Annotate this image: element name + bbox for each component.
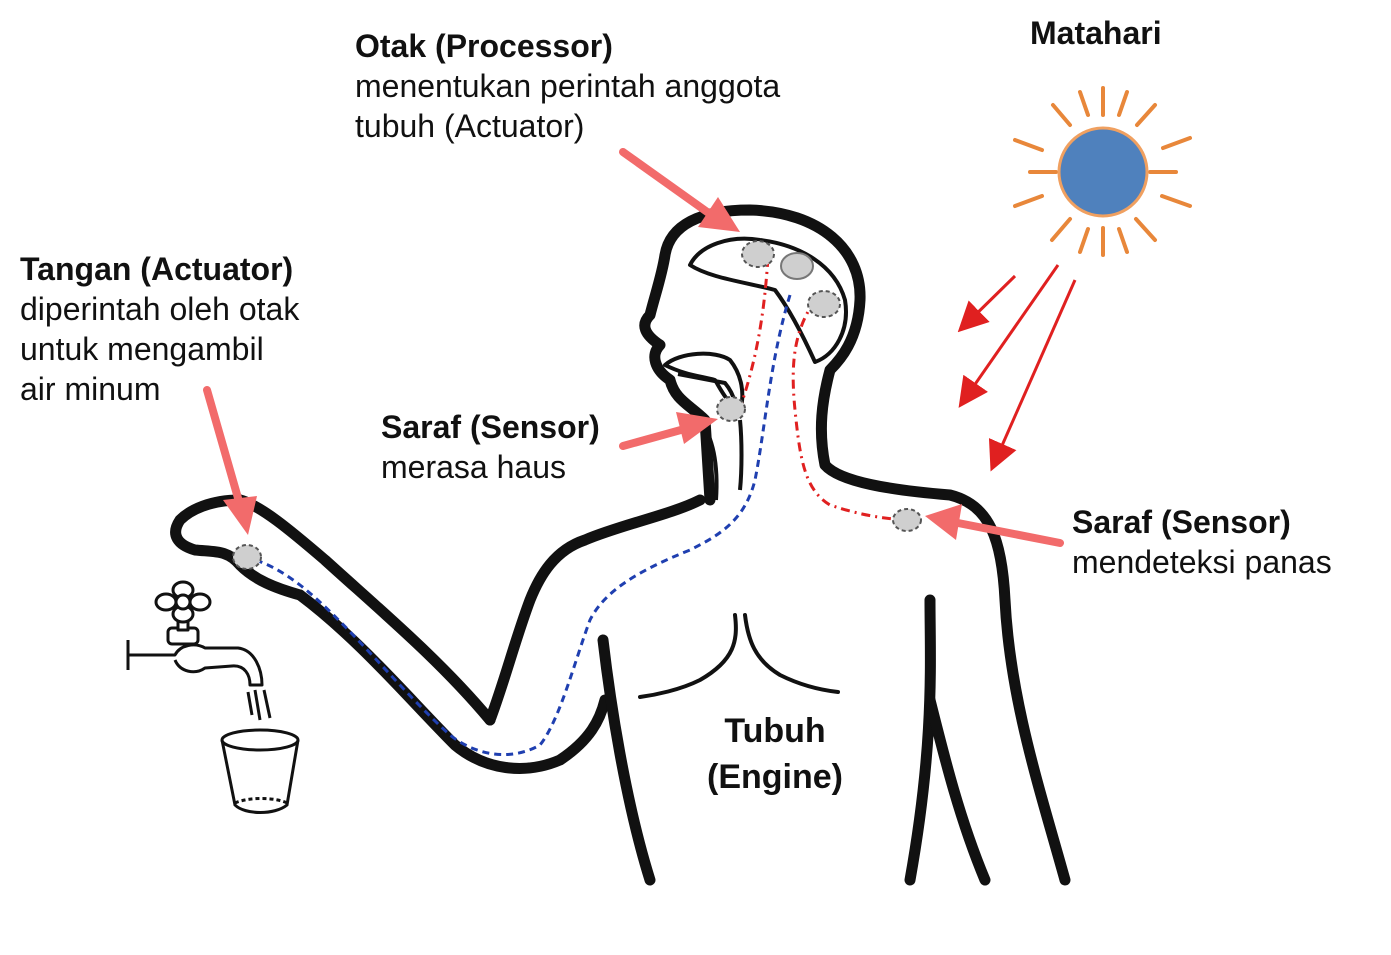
faucet-icon [126,580,272,721]
arm-top-outline [234,494,496,726]
label-tangan-title: Tangan (Actuator) [20,251,294,287]
label-otak-title: Otak (Processor) [355,28,613,64]
label-saraf-haus: Saraf (Sensor) merasa haus [381,407,600,487]
pointer-arrows [203,148,1064,547]
label-otak-desc-1: menentukan perintah anggota [355,68,781,104]
actuator-nerve-path [247,294,792,757]
shoulder-node [892,508,922,532]
label-saraf-panas-desc: mendeteksi panas [1072,544,1332,580]
sun-icon [1013,86,1192,257]
label-saraf-haus-title: Saraf (Sensor) [381,409,600,445]
sensor-nerve-path [738,257,906,522]
sun-body [1057,126,1149,218]
arm-bottom-outline [294,589,611,774]
head-outline [639,204,1071,886]
throat-node [716,396,746,422]
arrow-to-hand [203,386,257,535]
torso-right-inner [924,694,991,886]
arrow-to-shoulder [925,504,1064,547]
brain-node-center [780,252,814,280]
collarbones [638,613,840,699]
label-saraf-haus-desc: merasa haus [381,449,566,485]
label-tubuh-line-2: (Engine) [707,758,843,796]
label-otak-desc-2: tubuh (Actuator) [355,108,585,144]
heat-rays [957,264,1077,472]
label-tangan-desc-1: diperintah oleh otak [20,291,300,327]
label-matahari-title: Matahari [1030,15,1162,51]
torso-left-outline [597,634,656,886]
brain-node-rear [807,290,841,318]
nerve-nodes [232,240,922,570]
label-tubuh-line-1: Tubuh [724,712,826,750]
cup-icon [220,728,300,814]
label-tangan: Tangan (Actuator) diperintah oleh otak u… [20,249,299,409]
label-matahari: Matahari [1030,13,1162,53]
label-tangan-desc-3: air minum [20,371,161,407]
label-tubuh: Tubuh (Engine) [690,708,860,800]
torso-right-outline [904,594,936,886]
label-saraf-panas-title: Saraf (Sensor) [1072,504,1291,540]
label-otak: Otak (Processor) menentukan perintah ang… [355,26,780,146]
hand-outline [170,494,306,601]
brain-node-processor [741,240,775,268]
label-saraf-panas: Saraf (Sensor) mendeteksi panas [1072,502,1332,582]
arrow-to-brain [619,148,740,232]
hand-node [232,544,262,570]
neck-front-outline [484,494,706,726]
human-figure [170,204,1071,886]
arrow-to-throat [619,412,718,450]
label-tangan-desc-2: untuk mengambil [20,331,264,367]
